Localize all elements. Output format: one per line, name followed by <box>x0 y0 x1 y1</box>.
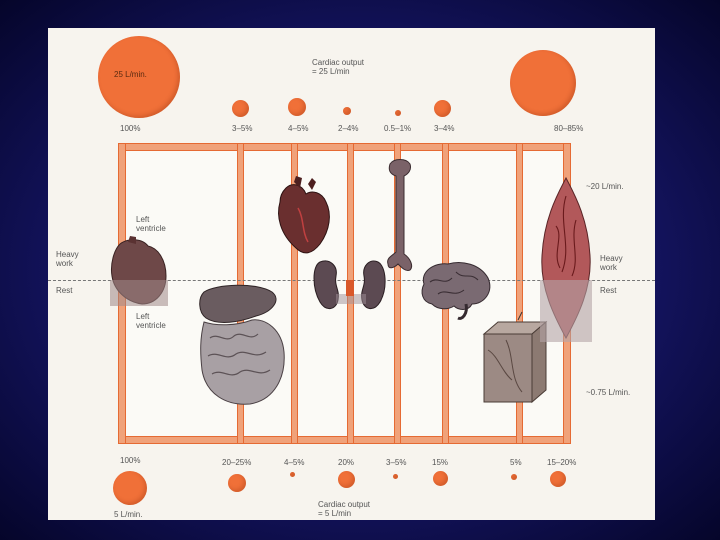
bone-icon <box>387 159 413 271</box>
left-ventricle-label-bottom: Left ventricle <box>136 312 166 331</box>
heavy-work-muscle-circle <box>510 50 576 116</box>
heart-icon <box>110 236 168 306</box>
rest-circle-3 <box>290 472 295 477</box>
muscle-icon <box>540 176 592 342</box>
bottom-percent-6: 15% <box>432 458 449 467</box>
rest-circle-5 <box>393 474 398 479</box>
bottom-percent-1: 100% <box>120 456 141 465</box>
heavy-work-circle-4 <box>343 107 351 115</box>
top-percent-3: 4–5% <box>288 124 309 133</box>
bottom-percent-4: 20% <box>338 458 355 467</box>
bottom-percent-2: 20–25% <box>222 458 252 467</box>
rest-circle-4 <box>338 471 355 488</box>
slide: 25 L/min. Cardiac output = 25 L/min 100%… <box>48 28 655 520</box>
rest-circle-2 <box>228 474 246 492</box>
bottom-percent-5: 3–5% <box>386 458 407 467</box>
heavy-work-circle-2 <box>232 100 249 117</box>
top-percent-7: 80–85% <box>554 124 584 133</box>
flow-heavy-label: ~20 L/min. <box>586 182 624 191</box>
bottom-percent-8: 15–20% <box>547 458 577 467</box>
heavy-work-label-right: Heavy work <box>600 254 623 273</box>
kidneys-icon <box>313 260 386 309</box>
rest-total-label: 5 L/min. <box>114 510 143 519</box>
top-percent-5: 0.5–1% <box>384 124 412 133</box>
bottom-percent-7: 5% <box>510 458 522 467</box>
rest-circle-7 <box>511 474 517 480</box>
coronary-heart-icon <box>278 176 330 254</box>
rest-label-left: Rest <box>56 286 73 295</box>
heavy-work-circle-3 <box>288 98 306 116</box>
flow-rest-label: ~0.75 L/min. <box>586 388 631 397</box>
top-percent-4: 2–4% <box>338 124 359 133</box>
heavy-work-cardiac-output: Cardiac output = 25 L/min <box>312 58 365 77</box>
top-percent-1: 100% <box>120 124 141 133</box>
heavy-work-total-label: 25 L/min. <box>114 70 147 79</box>
heavy-work-circle-6 <box>434 100 451 117</box>
rest-circle-6 <box>433 471 448 486</box>
brain-icon <box>421 262 491 320</box>
bottom-percent-3: 4–5% <box>284 458 305 467</box>
top-percent-6: 3–4% <box>434 124 455 133</box>
rest-cardiac-output: Cardiac output = 5 L/min <box>318 500 371 519</box>
skin-block-icon <box>482 311 548 404</box>
rest-label-right: Rest <box>600 286 617 295</box>
heavy-work-label-left: Heavy work <box>56 250 79 269</box>
rest-circle-8 <box>550 471 566 487</box>
left-ventricle-label-top: Left ventricle <box>136 215 166 234</box>
rest-total-circle <box>113 471 147 505</box>
heavy-work-circle-5 <box>395 110 401 116</box>
liver-intestines-icon <box>199 284 285 405</box>
top-percent-2: 3–5% <box>232 124 253 133</box>
heavy-work-total-circle <box>98 36 180 118</box>
